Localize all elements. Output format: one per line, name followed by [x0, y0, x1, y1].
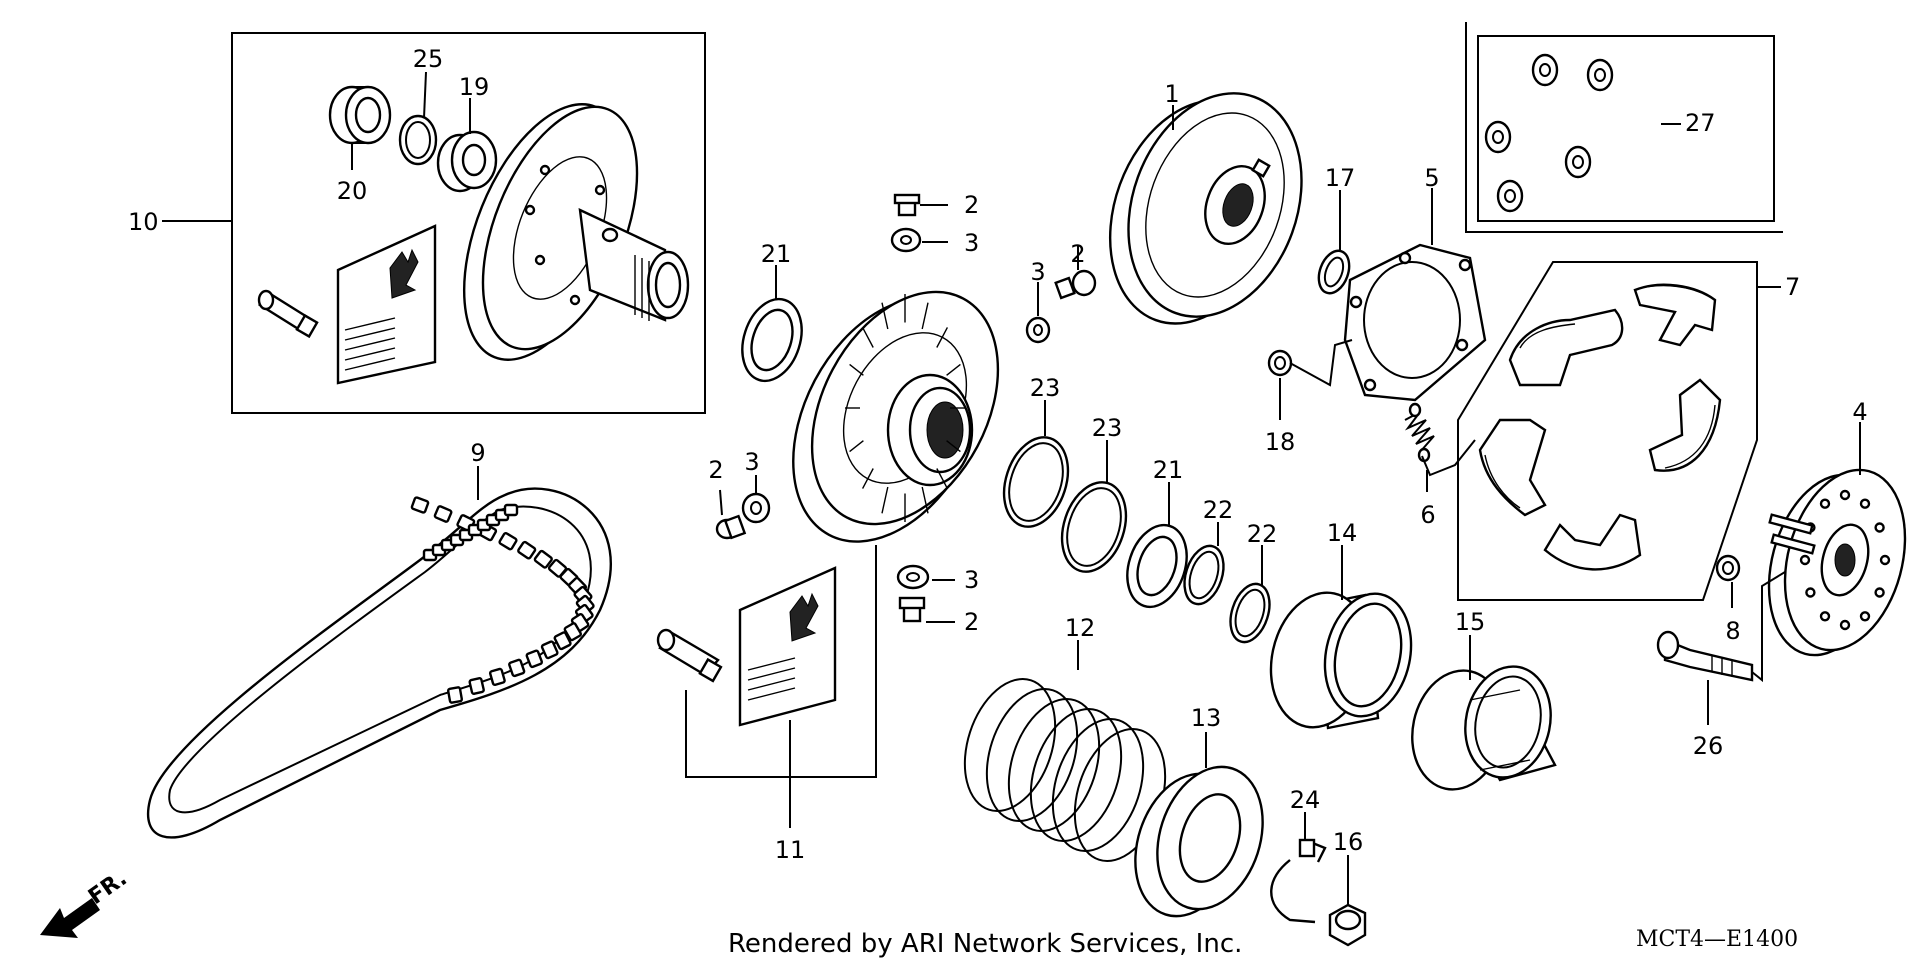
- callout-10[interactable]: 10: [128, 208, 159, 236]
- callout-9[interactable]: 9: [470, 439, 485, 467]
- callout-16[interactable]: 16: [1333, 828, 1364, 856]
- guide-pin-left[interactable]: [715, 514, 747, 540]
- part-20-needle-bearing[interactable]: [328, 85, 392, 145]
- callout-2[interactable]: 2: [964, 191, 979, 219]
- guide-pin-middle[interactable]: [1054, 269, 1097, 300]
- part-1-clutch-outer[interactable]: [1080, 69, 1331, 348]
- callout-26[interactable]: 26: [1693, 732, 1724, 760]
- callout-17[interactable]: 17: [1325, 164, 1356, 192]
- part-5-clutch-plate[interactable]: [1343, 243, 1487, 402]
- part-16-nut[interactable]: [1328, 903, 1367, 947]
- guide-roller-top[interactable]: [890, 227, 922, 253]
- movable-driven-face[interactable]: [754, 260, 1036, 575]
- part-22-o-ring-b[interactable]: [1224, 579, 1277, 647]
- callout-18[interactable]: 18: [1265, 428, 1296, 456]
- callout-2[interactable]: 2: [708, 456, 723, 484]
- guide-pin-lower[interactable]: [898, 596, 926, 623]
- guide-pin-top[interactable]: [893, 193, 921, 217]
- part-15-sleeve[interactable]: [1402, 658, 1561, 798]
- part-25-circlip[interactable]: [398, 114, 438, 166]
- callout-27[interactable]: 27: [1685, 109, 1716, 137]
- part-26-bolt[interactable]: [1656, 630, 1754, 682]
- callout-5[interactable]: 5: [1424, 164, 1439, 192]
- group-27-box: [1465, 22, 1783, 233]
- part-23-o-ring-b[interactable]: [1051, 474, 1136, 580]
- part-19-ball-bearing[interactable]: [436, 130, 498, 193]
- guide-roller-left[interactable]: [741, 492, 771, 524]
- callout-23[interactable]: 23: [1030, 374, 1061, 402]
- part-14-collar[interactable]: [1259, 584, 1422, 737]
- caution-label-box: [336, 224, 437, 385]
- callout-3[interactable]: 3: [1030, 258, 1045, 286]
- callout-8[interactable]: 8: [1725, 617, 1740, 645]
- callout-19[interactable]: 19: [459, 73, 490, 101]
- part-23-o-ring-a[interactable]: [993, 429, 1078, 535]
- callout-3[interactable]: 3: [744, 448, 759, 476]
- diagram-code: MCT4—E1400: [1636, 927, 1798, 952]
- part-21-oil-seal[interactable]: [732, 291, 811, 388]
- callout-13[interactable]: 13: [1191, 704, 1222, 732]
- grease-tube-box: [257, 289, 319, 339]
- callout-21[interactable]: 21: [761, 240, 792, 268]
- part-18-washer[interactable]: [1267, 349, 1293, 377]
- part-22-o-ring-a[interactable]: [1178, 541, 1231, 609]
- callout-3[interactable]: 3: [964, 229, 979, 257]
- callout-6[interactable]: 6: [1420, 501, 1435, 529]
- callout-22[interactable]: 22: [1247, 520, 1278, 548]
- part-12-driven-face-spring[interactable]: [949, 667, 1181, 872]
- guide-roller-middle[interactable]: [1025, 316, 1051, 344]
- group-11-bracket: [685, 545, 877, 828]
- callout-4[interactable]: 4: [1852, 398, 1867, 426]
- part-8-nut[interactable]: [1715, 554, 1741, 582]
- part-24-snap-clip[interactable]: [1270, 838, 1327, 924]
- callout-15[interactable]: 15: [1455, 608, 1486, 636]
- part-7-clutch-shoes[interactable]: [1478, 283, 1722, 571]
- callout-7[interactable]: 7: [1785, 273, 1800, 301]
- callout-2[interactable]: 2: [964, 608, 979, 636]
- part-4-drive-plate[interactable]: [1750, 456, 1920, 668]
- callout-22[interactable]: 22: [1203, 496, 1234, 524]
- callout-14[interactable]: 14: [1327, 519, 1358, 547]
- part-27-weights[interactable]: [1484, 53, 1614, 213]
- group-7-box: [1457, 261, 1781, 601]
- callout-21[interactable]: 21: [1153, 456, 1184, 484]
- part-17-circlip[interactable]: [1313, 247, 1354, 298]
- front-arrow-icon: FR.: [40, 866, 132, 938]
- callout-23[interactable]: 23: [1092, 414, 1123, 442]
- guide-roller-lower[interactable]: [896, 564, 930, 590]
- callout-12[interactable]: 12: [1065, 614, 1096, 642]
- callout-1[interactable]: 1: [1164, 80, 1179, 108]
- callout-labels: 1 2 2 2 2 3 3 3 3 4 5 6 7 8 9 10 11 12 1…: [128, 45, 1868, 864]
- callout-2[interactable]: 2: [1070, 240, 1085, 268]
- part-13-spring-seat[interactable]: [1118, 753, 1280, 930]
- callout-20[interactable]: 20: [337, 177, 368, 205]
- callout-25[interactable]: 25: [413, 45, 444, 73]
- render-credit: Rendered by ARI Network Services, Inc.: [728, 929, 1242, 959]
- caution-label-11: [738, 566, 837, 727]
- grease-tube-11: [656, 628, 723, 683]
- callout-11[interactable]: 11: [775, 836, 806, 864]
- callout-3[interactable]: 3: [964, 566, 979, 594]
- group-10-box: [162, 32, 706, 414]
- part-6-spring[interactable]: [1404, 402, 1435, 463]
- part-21-oil-seal-lower[interactable]: [1117, 517, 1196, 614]
- part-9-drive-belt[interactable]: [147, 487, 612, 839]
- part-10-driven-face[interactable]: [431, 81, 690, 382]
- callout-24[interactable]: 24: [1290, 786, 1321, 814]
